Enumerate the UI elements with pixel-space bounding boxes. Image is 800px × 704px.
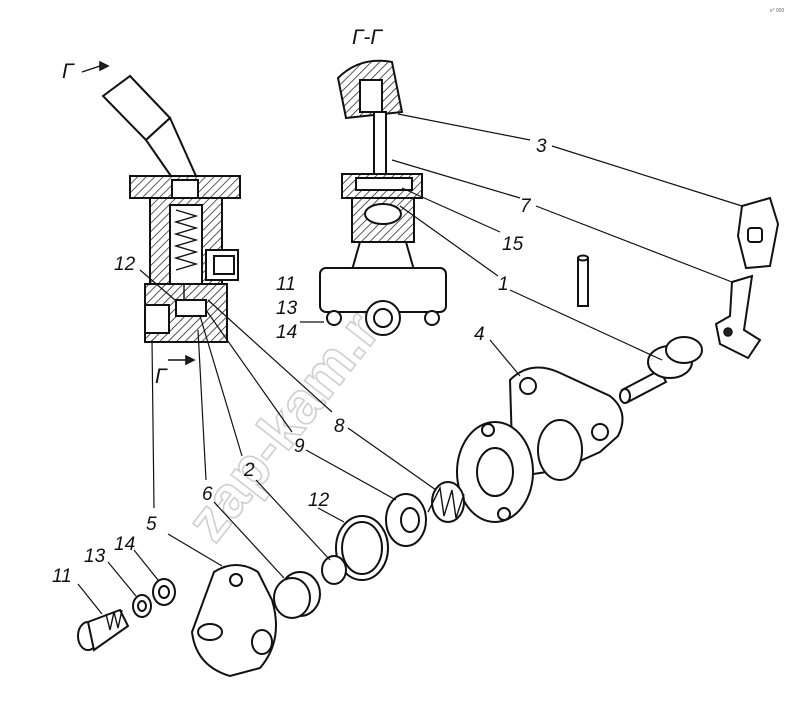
left-section-view: Г Г [62,60,241,388]
section-body [319,173,447,336]
part-9-seal-ring [385,493,427,547]
callout-6: 6 [202,484,213,505]
callout-12-top: 12 [114,254,136,275]
callout-5: 5 [146,514,157,535]
left-valve-body [129,175,241,343]
corner-mark: x° 000 [770,8,784,14]
section-title: Г-Г [352,26,383,49]
part-14-washer [152,578,176,606]
callout-14-top: 14 [276,322,297,343]
svg-text:Г: Г [155,365,168,388]
part-7-lever [714,274,762,360]
callout-4: 4 [474,324,485,345]
section-g-g-view: Г-Г [319,26,447,336]
part-8-spring [427,481,465,523]
part-2-spring-clip [273,555,347,619]
leader-lines [77,113,743,615]
callout-12-bottom: 12 [308,490,330,511]
section-marker-top: Г [62,60,110,83]
part-5-end-cap [190,564,277,678]
callout-15: 15 [502,234,524,255]
svg-text:Г: Г [62,60,75,83]
part-13-washer [132,594,152,618]
callout-11-bottom: 11 [52,566,72,587]
callout-8: 8 [334,416,345,437]
part-4-body-flange [456,366,624,523]
left-handle [101,74,202,195]
part-12-gasket [335,515,389,581]
part-15-pin [577,254,589,307]
callout-13-bottom: 13 [84,546,106,567]
section-marker-bottom: Г [155,354,196,388]
callout-1: 1 [498,274,509,295]
section-handle [336,59,404,175]
part-1-plunger [619,336,703,404]
callout-13-top: 13 [276,298,298,319]
part-11-screw [77,608,130,652]
callout-11-top: 11 [276,274,296,295]
part-3-handle-cap [736,196,780,270]
callout-9: 9 [294,436,305,457]
callout-14-bottom: 14 [114,534,135,555]
callout-2: 2 [243,460,255,481]
callout-7: 7 [520,196,532,217]
callout-3: 3 [536,136,547,157]
callout-labels: 3 7 15 1 4 12 11 13 14 8 9 2 6 5 12 11 1… [52,136,547,587]
